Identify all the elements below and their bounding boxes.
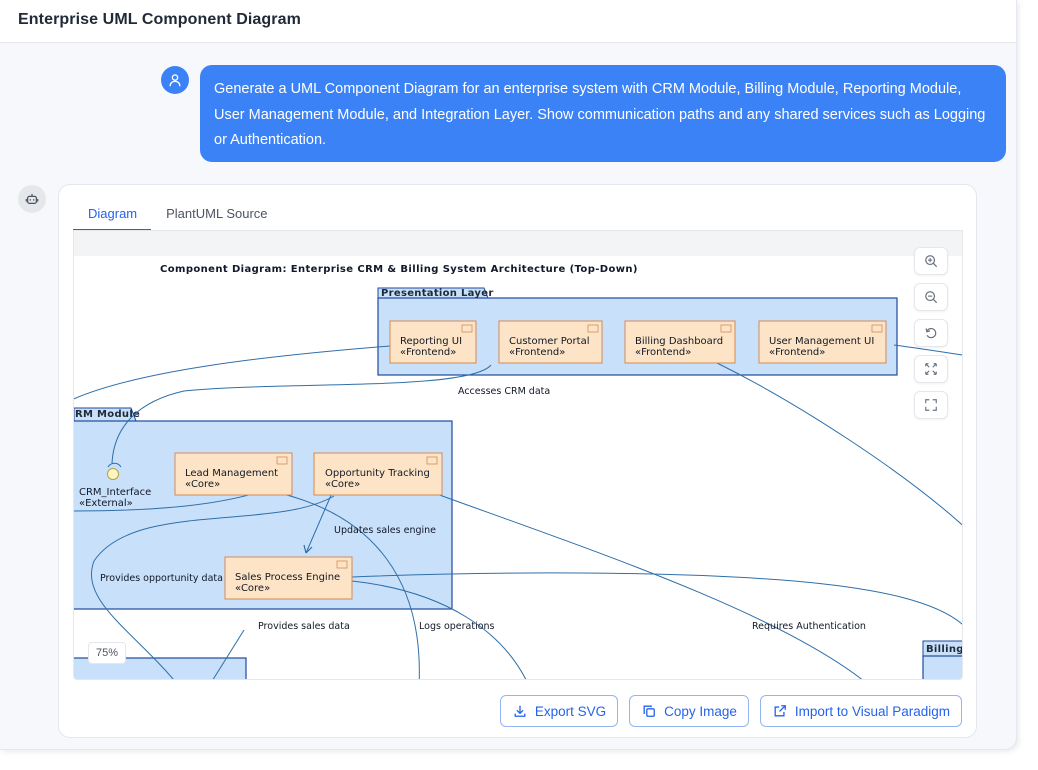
copy-image-label: Copy Image bbox=[664, 703, 737, 719]
external-link-icon bbox=[774, 705, 786, 717]
edge-label-accesses-crm: Accesses CRM data bbox=[458, 386, 550, 397]
component-stereotype-reporting-ui: «Frontend» bbox=[400, 347, 456, 358]
import-visual-paradigm-button[interactable]: Import to Visual Paradigm bbox=[759, 695, 962, 727]
zoom-out-icon bbox=[925, 291, 938, 304]
component-stereotype-customer-portal: «Frontend» bbox=[509, 347, 565, 358]
robot-icon bbox=[25, 193, 39, 204]
app-title: Enterprise UML Component Diagram bbox=[18, 11, 301, 28]
component-stereotype-opportunity-tracking: «Core» bbox=[325, 479, 360, 490]
component-name-billing-dashboard: Billing Dashboard bbox=[635, 336, 723, 347]
zoom-controls bbox=[914, 247, 948, 427]
app-window: Enterprise UML Component Diagram Generat… bbox=[0, 0, 1017, 750]
edge-label-updates-sales: Updates sales engine bbox=[334, 525, 436, 536]
component-customer-portal[interactable]: Customer Portal «Frontend» bbox=[498, 320, 603, 364]
component-user-management-ui[interactable]: User Management UI «Frontend» bbox=[758, 320, 887, 364]
user-message: Generate a UML Component Diagram for an … bbox=[200, 65, 1006, 162]
package-title-crm: RM Module bbox=[75, 409, 140, 420]
component-billing-dashboard[interactable]: Billing Dashboard «Frontend» bbox=[624, 320, 736, 364]
viewport-top-strip bbox=[74, 231, 962, 256]
component-opportunity-tracking[interactable]: Opportunity Tracking «Core» bbox=[313, 452, 443, 496]
edge-label-requires-auth: Requires Authentication bbox=[752, 621, 866, 632]
diagram-viewport[interactable]: Component Diagram: Enterprise CRM & Bill… bbox=[73, 230, 963, 680]
interface-stereotype-crm: «External» bbox=[79, 498, 133, 509]
copy-icon bbox=[643, 705, 656, 717]
component-stereotype-user-management-ui: «Frontend» bbox=[769, 347, 825, 358]
interface-name-crm: CRM_Interface bbox=[79, 487, 151, 498]
edge-label-provides-opportunity: Provides opportunity data bbox=[100, 573, 223, 584]
diagram-title: Component Diagram: Enterprise CRM & Bill… bbox=[160, 264, 638, 275]
interface-crm[interactable]: CRM_Interface «External» bbox=[79, 462, 151, 509]
zoom-in-icon bbox=[925, 255, 938, 268]
download-icon bbox=[514, 705, 526, 717]
assistant-response-card: Diagram PlantUML Source Component Diagra… bbox=[58, 184, 977, 738]
edge-label-provides-sales: Provides sales data bbox=[258, 621, 350, 632]
reset-view-button[interactable] bbox=[914, 319, 948, 347]
export-svg-button[interactable]: Export SVG bbox=[499, 695, 619, 727]
fullscreen-button[interactable] bbox=[914, 391, 948, 419]
component-diagram: Component Diagram: Enterprise CRM & Bill… bbox=[74, 264, 963, 679]
component-name-user-management-ui: User Management UI bbox=[769, 336, 874, 347]
component-lead-management[interactable]: Lead Management «Core» bbox=[174, 452, 293, 496]
package-billing: Billing bbox=[922, 640, 963, 679]
component-sales-process-engine[interactable]: Sales Process Engine «Core» bbox=[224, 556, 353, 600]
app-header: Enterprise UML Component Diagram bbox=[0, 0, 1016, 43]
component-stereotype-lead-management: «Core» bbox=[185, 479, 220, 490]
zoom-in-button[interactable] bbox=[914, 247, 948, 275]
import-visual-paradigm-label: Import to Visual Paradigm bbox=[794, 703, 950, 719]
package-title-presentation: Presentation Layer bbox=[381, 288, 494, 299]
export-svg-label: Export SVG bbox=[534, 703, 607, 719]
edge-label-logs-operations: Logs operations bbox=[419, 621, 495, 632]
copy-image-button[interactable]: Copy Image bbox=[629, 695, 749, 727]
component-name-lead-management: Lead Management bbox=[185, 468, 278, 479]
zoom-out-button[interactable] bbox=[914, 283, 948, 311]
tab-plantuml-source[interactable]: PlantUML Source bbox=[166, 206, 268, 221]
component-reporting-ui[interactable]: Reporting UI «Frontend» bbox=[389, 320, 477, 364]
fit-to-view-button[interactable] bbox=[914, 355, 948, 383]
user-avatar bbox=[161, 66, 189, 94]
zoom-level-indicator: 75% bbox=[88, 642, 126, 664]
view-tabs: Diagram PlantUML Source bbox=[73, 200, 282, 231]
component-name-customer-portal: Customer Portal bbox=[509, 336, 589, 347]
tab-diagram[interactable]: Diagram bbox=[73, 200, 152, 231]
component-stereotype-sales-process-engine: «Core» bbox=[235, 583, 270, 594]
edges bbox=[74, 344, 962, 679]
component-name-reporting-ui: Reporting UI bbox=[400, 336, 462, 347]
fullscreen-icon bbox=[925, 399, 937, 411]
package-title-billing: Billing bbox=[926, 644, 963, 655]
diagram-actions: Export SVG Copy Image Import to Visual P… bbox=[499, 695, 962, 727]
fit-view-icon bbox=[925, 363, 937, 375]
assistant-avatar bbox=[18, 185, 46, 213]
component-name-opportunity-tracking: Opportunity Tracking bbox=[325, 468, 430, 479]
component-stereotype-billing-dashboard: «Frontend» bbox=[635, 347, 691, 358]
reset-icon bbox=[925, 327, 937, 339]
user-icon bbox=[169, 74, 181, 87]
component-name-sales-process-engine: Sales Process Engine bbox=[235, 572, 340, 583]
